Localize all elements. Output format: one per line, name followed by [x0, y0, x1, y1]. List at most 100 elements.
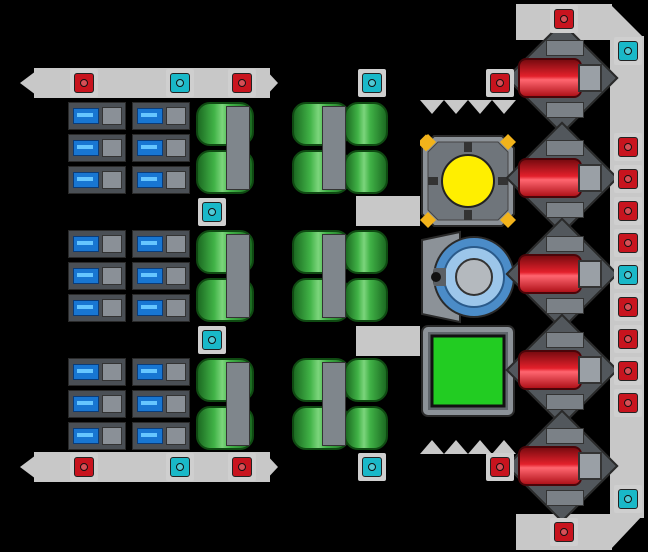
battery-icon	[137, 428, 163, 444]
reactor-core-icon	[441, 154, 495, 208]
battery-icon	[137, 268, 163, 284]
fuel-tank-icon	[344, 230, 388, 274]
fuel-tank-group[interactable]	[196, 356, 388, 452]
battery-icon	[73, 108, 99, 124]
red-connector-pad[interactable]	[614, 293, 642, 321]
fuel-tank-icon	[344, 150, 388, 194]
battery-cell[interactable]	[68, 422, 126, 450]
red-connector-pad[interactable]	[614, 133, 642, 161]
cyan-connector-pad[interactable]	[166, 69, 194, 97]
thruster[interactable]	[505, 313, 619, 427]
red-connector-pad[interactable]	[70, 69, 98, 97]
battery-cell[interactable]	[132, 230, 190, 258]
hull-spine-arrow-top	[610, 4, 644, 38]
fuel-tank-icon	[344, 278, 388, 322]
red-connector-pad[interactable]	[486, 69, 514, 97]
battery-icon	[137, 236, 163, 252]
hull-zigzag-bottom	[420, 440, 516, 454]
hull-connector-mid-top	[356, 196, 420, 226]
hull-arrow-bottom-right	[264, 452, 278, 482]
hull-arrow-top-right	[264, 68, 278, 98]
battery-cell[interactable]	[132, 102, 190, 130]
fuel-pipe	[322, 362, 346, 446]
fuel-pipe	[226, 362, 250, 446]
fuel-pipe	[226, 234, 250, 318]
battery-cell[interactable]	[68, 294, 126, 322]
battery-cell[interactable]	[68, 358, 126, 386]
battery-icon	[73, 236, 99, 252]
red-connector-pad[interactable]	[614, 197, 642, 225]
cyan-connector-pad[interactable]	[614, 485, 642, 513]
cyan-connector-pad[interactable]	[614, 37, 642, 65]
thruster-icon	[518, 446, 582, 486]
battery-cell[interactable]	[132, 166, 190, 194]
fuel-pipe	[322, 234, 346, 318]
fuel-pipe	[322, 106, 346, 190]
cyan-connector-pad[interactable]	[358, 453, 386, 481]
thruster[interactable]	[505, 409, 619, 523]
battery-icon	[73, 428, 99, 444]
battery-cell[interactable]	[68, 262, 126, 290]
battery-cell[interactable]	[132, 358, 190, 386]
hull-spine-arrow-bottom	[610, 514, 644, 550]
red-connector-pad[interactable]	[486, 453, 514, 481]
fuel-pipe	[226, 106, 250, 190]
battery-icon	[73, 300, 99, 316]
cyan-connector-pad[interactable]	[198, 198, 226, 226]
shield-generator-module[interactable]	[420, 230, 516, 324]
reactor-module[interactable]	[420, 134, 516, 228]
battery-icon	[73, 396, 99, 412]
fuel-tank-icon	[344, 358, 388, 402]
fuel-tank-group[interactable]	[196, 228, 388, 324]
battery-icon	[73, 140, 99, 156]
battery-cell[interactable]	[132, 390, 190, 418]
thruster[interactable]	[505, 217, 619, 331]
red-connector-pad[interactable]	[614, 389, 642, 417]
hull-arrow-bottom-left	[20, 452, 40, 482]
red-connector-pad[interactable]	[228, 453, 256, 481]
battery-icon	[137, 396, 163, 412]
cargo-container-module[interactable]	[420, 324, 516, 418]
thruster-icon	[518, 58, 582, 98]
red-connector-pad[interactable]	[614, 229, 642, 257]
red-connector-pad[interactable]	[550, 518, 578, 546]
battery-icon	[73, 268, 99, 284]
red-connector-pad[interactable]	[614, 357, 642, 385]
fuel-tank-icon	[344, 406, 388, 450]
cyan-connector-pad[interactable]	[198, 326, 226, 354]
thruster-icon	[518, 158, 582, 198]
battery-cell[interactable]	[132, 294, 190, 322]
cyan-connector-pad[interactable]	[166, 453, 194, 481]
battery-icon	[73, 172, 99, 188]
battery-cell[interactable]	[68, 166, 126, 194]
hull-arrow-top-left	[20, 68, 40, 98]
hull-connector-mid-bottom	[356, 326, 420, 356]
hull-zigzag-top	[420, 100, 516, 114]
battery-cell[interactable]	[132, 134, 190, 162]
battery-cell[interactable]	[68, 390, 126, 418]
thruster[interactable]	[505, 21, 619, 135]
battery-cell[interactable]	[132, 262, 190, 290]
red-connector-pad[interactable]	[614, 165, 642, 193]
thruster-icon	[518, 350, 582, 390]
battery-icon	[137, 108, 163, 124]
battery-cell[interactable]	[132, 422, 190, 450]
battery-icon	[137, 300, 163, 316]
red-connector-pad[interactable]	[550, 5, 578, 33]
battery-icon	[137, 140, 163, 156]
cyan-connector-pad[interactable]	[614, 261, 642, 289]
battery-cell[interactable]	[68, 102, 126, 130]
fuel-tank-icon	[344, 102, 388, 146]
thruster-icon	[518, 254, 582, 294]
fuel-tank-group[interactable]	[196, 100, 388, 196]
red-connector-pad[interactable]	[614, 325, 642, 353]
cyan-connector-pad[interactable]	[358, 69, 386, 97]
battery-cell[interactable]	[68, 230, 126, 258]
red-connector-pad[interactable]	[228, 69, 256, 97]
battery-icon	[137, 364, 163, 380]
cargo-screen-icon	[430, 334, 506, 408]
red-connector-pad[interactable]	[70, 453, 98, 481]
thruster[interactable]	[505, 121, 619, 235]
battery-cell[interactable]	[68, 134, 126, 162]
